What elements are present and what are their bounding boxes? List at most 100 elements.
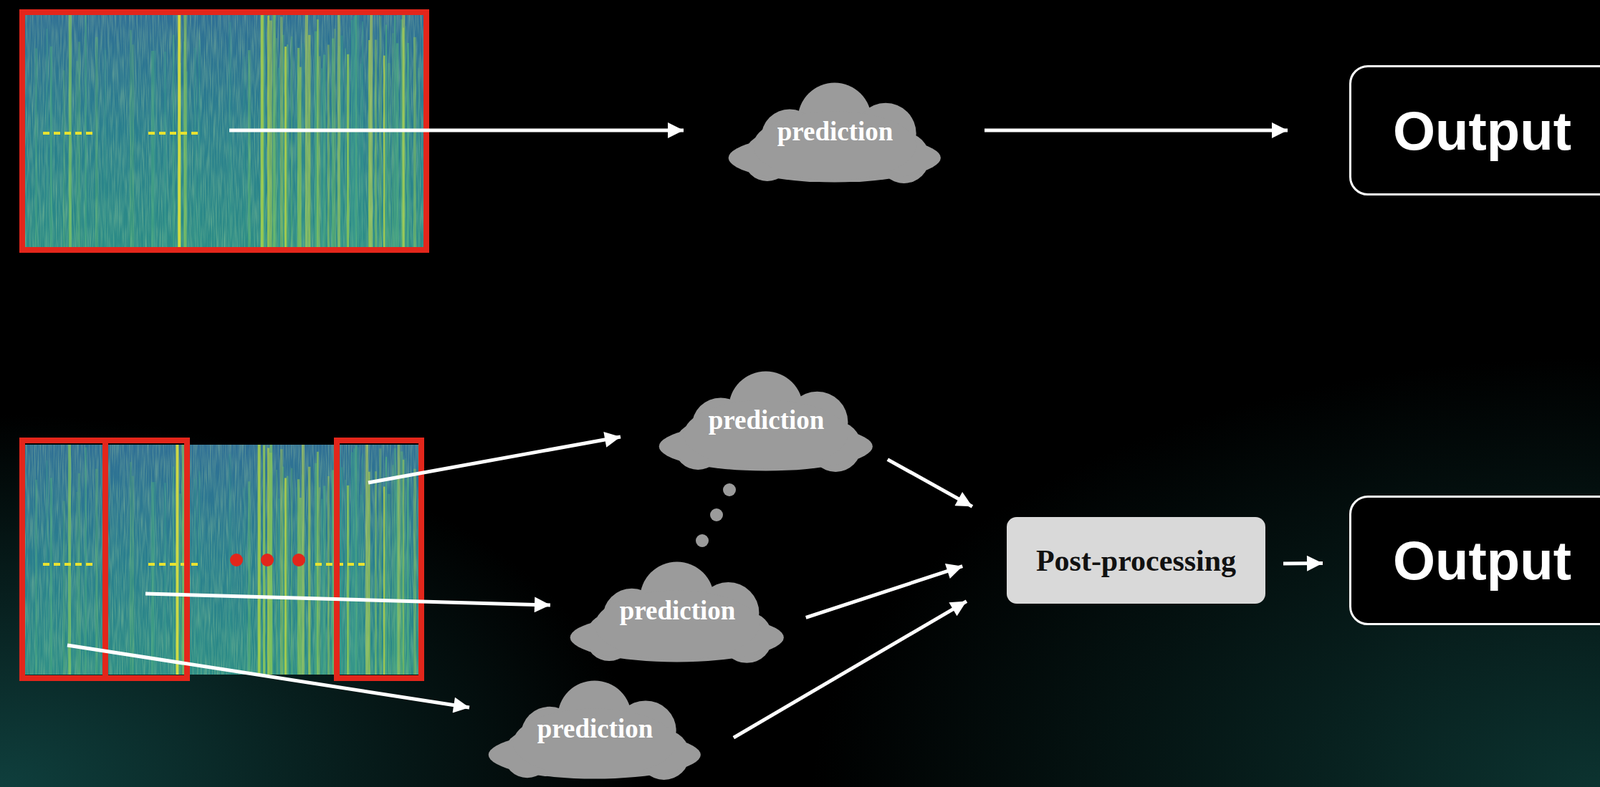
spectrogram-streak — [45, 28, 49, 251]
spectrogram-line — [397, 444, 401, 675]
spectrogram-streak — [316, 19, 319, 251]
spectrogram-streak — [301, 42, 304, 251]
spectrogram-streak — [340, 35, 344, 251]
spectrogram-streak — [406, 475, 410, 675]
spectrogram-streak — [290, 468, 293, 675]
flow-arrow — [733, 601, 967, 739]
ellipsis-dot — [292, 553, 306, 567]
spectrogram-streak — [95, 37, 99, 251]
spectrogram-streak — [394, 15, 397, 251]
spectrogram-streak — [35, 48, 38, 251]
spectrogram-streak — [357, 15, 359, 251]
spectrogram-streak — [340, 467, 344, 675]
spectrogram-streak — [331, 38, 334, 251]
spectrogram-streak — [129, 462, 132, 675]
spectrogram-streak — [267, 15, 270, 251]
output-box: Output — [1349, 495, 1600, 626]
spectrogram-streak — [282, 467, 284, 675]
flow-arrow — [1283, 561, 1323, 567]
tone-dash — [42, 563, 94, 567]
spectrogram-streak — [391, 465, 395, 675]
spectrogram-line — [68, 444, 71, 675]
spectrogram-streak — [344, 48, 347, 251]
tone-dash — [42, 131, 94, 135]
spectrogram-streak — [278, 498, 281, 675]
spectrogram-streak — [404, 458, 407, 675]
spectrogram-streak — [286, 44, 289, 251]
prediction-label: prediction — [537, 713, 654, 748]
spectrogram-line — [175, 444, 179, 675]
prediction-cloud: prediction — [566, 556, 789, 669]
spectrogram-streak — [286, 476, 289, 675]
spectrogram-streak — [50, 46, 53, 251]
input-arrow — [229, 128, 684, 133]
tone-dash — [315, 563, 367, 567]
spectrogram-streak — [323, 485, 327, 675]
ellipsis-dot — [695, 534, 709, 548]
spectrogram-streak — [131, 44, 134, 251]
output-label: Output — [1392, 529, 1572, 592]
spectrogram-noise — [22, 444, 422, 675]
output-label: Output — [1392, 99, 1572, 162]
spectrogram-streak — [75, 60, 79, 251]
input-arrow — [368, 437, 621, 483]
spectrogram-streak — [84, 447, 87, 675]
spectrogram-streak — [346, 54, 349, 251]
spectrogram-streak — [413, 469, 417, 675]
spectrogram-streak — [297, 48, 300, 251]
cloud-lobe — [683, 399, 848, 469]
prediction-label: prediction — [777, 116, 894, 150]
spectrogram-streak — [383, 487, 385, 675]
spectrogram-streak — [153, 50, 157, 251]
spectrogram-streak — [308, 35, 311, 251]
spectrogram-streak — [314, 463, 317, 675]
spectrogram-line — [68, 12, 72, 251]
spectrogram-streak — [282, 35, 284, 251]
spectrogram-streak — [357, 447, 359, 675]
spectrogram-streak — [269, 20, 273, 251]
cloud-lobe — [513, 709, 677, 778]
spectrogram-streak — [198, 39, 201, 251]
spectrogram-streak — [333, 28, 337, 251]
spectrogram-streak — [50, 477, 53, 675]
process-label: Post-processing — [1036, 543, 1237, 579]
output-box: Output — [1349, 65, 1600, 196]
spectrogram-streak — [63, 500, 66, 675]
spectrogram-streak — [78, 473, 81, 675]
spectrogram-streak — [404, 25, 407, 251]
spectrogram-streak — [103, 49, 107, 251]
spectrogram-streak — [228, 22, 232, 251]
spectrogram-streak — [295, 487, 297, 675]
spectrogram-streak — [247, 481, 251, 675]
spectrogram-streak — [299, 497, 302, 675]
spectrogram-streak — [318, 56, 321, 251]
spectrogram-ground — [22, 444, 422, 675]
spectrogram-streak — [314, 31, 317, 251]
prediction-cloud: prediction — [724, 76, 946, 189]
ellipsis-dot — [230, 553, 243, 567]
input-arrow — [145, 593, 551, 606]
spectrogram-streak — [385, 24, 387, 251]
spectrogram-streak — [383, 55, 385, 251]
spectrogram-streak — [78, 41, 81, 251]
spectrogram-streak — [164, 51, 167, 251]
spectrogram-line — [257, 444, 261, 675]
spectrogram-streak — [321, 499, 324, 675]
spectrogram-streak — [63, 70, 66, 251]
spectrogram-streak — [129, 30, 132, 251]
spectrogram-streak — [153, 482, 157, 675]
spectrogram-streak — [346, 485, 349, 675]
spectrogram-line — [184, 12, 188, 251]
cloud-lobe — [753, 111, 917, 180]
spectrogram-streak — [45, 460, 49, 675]
spectrogram-line — [177, 12, 181, 251]
spectrogram-streak — [327, 476, 330, 675]
spectrogram-streak — [321, 68, 324, 251]
prediction-label: prediction — [619, 595, 736, 630]
ellipsis-dot — [722, 483, 736, 497]
spectrogram-streak — [228, 454, 232, 675]
spectrogram-streak — [368, 472, 371, 675]
spectrogram-streak — [387, 63, 391, 251]
spectrogram-streak — [413, 37, 417, 251]
spectrogram-streak — [95, 469, 99, 675]
